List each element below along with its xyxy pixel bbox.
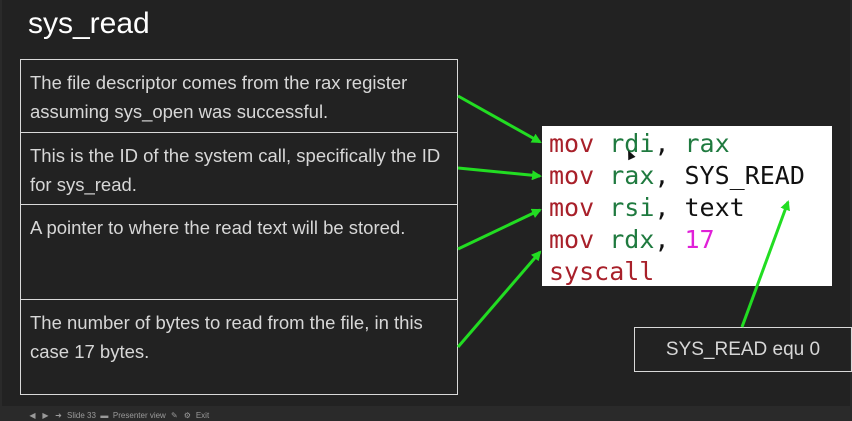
operand: 17 (684, 225, 715, 254)
slide-counter[interactable]: Slide 33 (67, 411, 96, 420)
register: rdi (609, 129, 655, 158)
note-syscall-id: This is the ID of the system call, speci… (21, 133, 457, 205)
code-line: syscall (549, 256, 654, 288)
settings-icon[interactable]: ⚙ (183, 411, 191, 420)
notes-table: The file descriptor comes from the rax r… (20, 59, 458, 395)
presentation-controls: ◀ ▶ ➜ Slide 33 ▬ Presenter view ✎ ⚙ Exit (28, 410, 209, 421)
instruction: mov (549, 193, 595, 222)
instruction: mov (549, 129, 595, 158)
slide-title: sys_read (28, 7, 150, 40)
separator: , (654, 161, 685, 190)
instruction: mov (549, 161, 595, 190)
arrow-to-line-1 (457, 94, 542, 144)
exit-button[interactable]: Exit (195, 411, 210, 420)
note-byte-count: The number of bytes to read from the fil… (30, 312, 423, 362)
play-icon[interactable]: ▶ (42, 411, 49, 420)
next-arrow-icon[interactable]: ➜ (55, 411, 62, 420)
arrow-to-line-3 (457, 208, 542, 251)
instruction: syscall (549, 257, 655, 286)
operand: SYS_READ (684, 161, 805, 190)
instruction: mov (549, 225, 595, 254)
separator: , (654, 225, 685, 254)
slide-canvas: sys_read The file descriptor comes from … (2, 0, 852, 406)
arrow-to-line-2 (457, 166, 542, 181)
code-line: mov rdx, 17 (549, 224, 715, 256)
code-line: mov rsi, text (549, 192, 745, 224)
operand: rax (684, 129, 730, 158)
register: rdx (609, 225, 655, 254)
separator: , (654, 193, 685, 222)
note-file-descriptor: The file descriptor comes from the rax r… (21, 60, 457, 133)
prev-arrow-icon[interactable]: ◀ (29, 411, 36, 420)
code-line: mov rax, SYS_READ (549, 160, 805, 192)
presenter-view-button[interactable]: Presenter view (112, 411, 166, 420)
code-line: mov rdi, rax (549, 128, 730, 160)
note-buffer-pointer: A pointer to where the read text will be… (21, 205, 457, 300)
arrow-equ-to-sysread (740, 200, 790, 328)
annotation-arrows (456, 94, 790, 348)
separator: , (654, 129, 685, 158)
notes-icon[interactable]: ▬ (100, 411, 109, 420)
register: rax (609, 161, 655, 190)
arrow-to-line-4 (456, 250, 542, 348)
register: rsi (609, 193, 655, 222)
operand: text (684, 193, 745, 222)
pen-icon[interactable]: ✎ (170, 411, 178, 420)
